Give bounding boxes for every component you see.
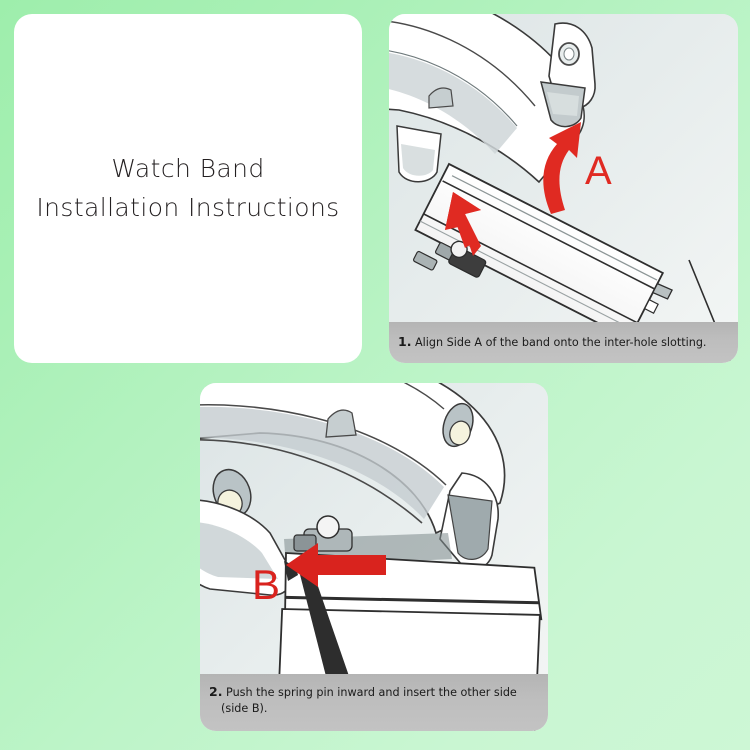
step-1-panel: A 1. Align Side A of the band onto the i… (389, 14, 738, 363)
spring-bar-pin (413, 240, 487, 278)
step-1-number: 1. (398, 334, 412, 350)
step-2-panel: B 2. Push the spring pin inward and inse… (200, 383, 548, 731)
marker-label-a: A (585, 149, 612, 193)
curved-up-arrow (543, 122, 581, 214)
title-line-1: Watch Band (111, 153, 265, 183)
marker-label-b: B (252, 561, 280, 608)
watch-lug-left (200, 499, 293, 596)
title-card: Watch Band Installation Instructions (14, 14, 362, 363)
title-line-2: Installation Instructions (36, 192, 340, 222)
page-title: Watch Band Installation Instructions (36, 150, 339, 228)
step-2-text: Push the spring pin inward and insert th… (226, 686, 517, 699)
step-2-number: 2. (209, 684, 223, 699)
watch-stud-right (442, 402, 474, 448)
step-2-caption: 2. Push the spring pin inward and insert… (200, 674, 548, 731)
step-2-caption-text: 2. Push the spring pin inward and insert… (209, 684, 517, 699)
left-arrow (286, 543, 386, 587)
step-1-illustration: A (389, 14, 738, 363)
spring-bar-pin (293, 515, 353, 552)
watch-lug-right (539, 22, 596, 128)
step-2-text-line2: (side B). (221, 702, 268, 716)
step-1-text: Align Side A of the band onto the inter-… (415, 336, 707, 350)
step-1-caption-text: 1. Align Side A of the band onto the int… (398, 333, 706, 351)
watch-case (200, 383, 506, 535)
step-1-caption: 1. Align Side A of the band onto the int… (389, 322, 738, 363)
watch-lug-left (396, 125, 442, 183)
straight-up-arrow (445, 192, 481, 256)
